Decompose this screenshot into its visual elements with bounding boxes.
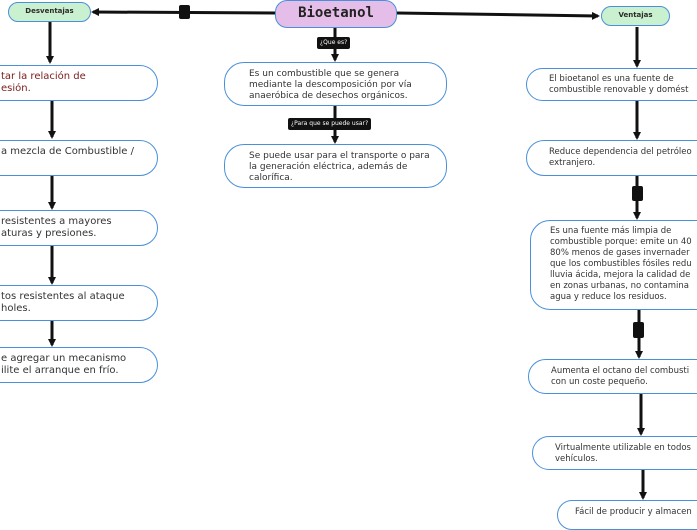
ventaja-node-2[interactable]: Reduce dependencia del petróleo extranje… — [526, 140, 697, 176]
ventaja-node-3[interactable]: Es una fuente más limpia de combustible … — [530, 220, 697, 310]
link-handle — [632, 186, 643, 201]
central-topic[interactable]: Bioetanol — [275, 0, 397, 28]
desventaja-node-2[interactable]: a mezcla de Combustible / — [0, 140, 158, 176]
ventaja-node-5[interactable]: Virtualmente utilizable en todos vehícul… — [532, 436, 697, 470]
desventaja-node-5[interactable]: e agregar un mecanismo ilite el arranque… — [0, 347, 158, 383]
link-central-ventajas — [396, 11, 600, 20]
ventaja-node-6[interactable]: Fácil de producir y almacen — [557, 500, 697, 530]
usage-node[interactable]: Se puede usar para el transporte o para … — [224, 144, 447, 188]
desventaja-node-3[interactable]: resistentes a mayores aturas y presiones… — [0, 210, 158, 246]
question-tag-para-que: ¿Para que se puede usar? — [288, 118, 372, 130]
ventaja-node-1[interactable]: El bioetanol es una fuente de combustibl… — [526, 68, 697, 101]
question-tag-que-es: ¿Que es? — [317, 37, 351, 49]
desventaja-node-4[interactable]: tos resistentes al ataque holes. — [0, 285, 158, 321]
link-handle — [633, 322, 644, 338]
desventaja-node-1[interactable]: tar la relación de esión. — [0, 65, 158, 101]
ventajas-header[interactable]: Ventajas — [601, 6, 670, 26]
ventaja-node-4[interactable]: Aumenta el octano del combusti con un co… — [528, 359, 697, 394]
desventajas-header[interactable]: Desventajas — [8, 2, 91, 22]
definition-node[interactable]: Es un combustible que se genera mediante… — [224, 62, 447, 106]
link-handle — [179, 5, 190, 19]
